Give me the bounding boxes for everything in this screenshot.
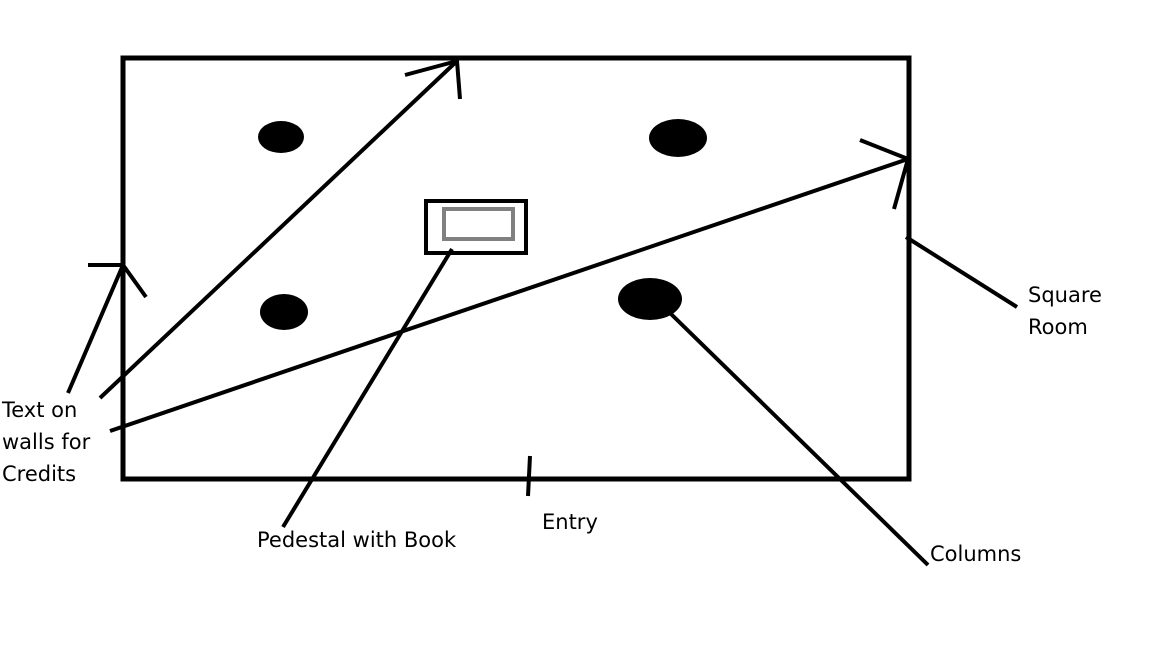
entry-label: Entry xyxy=(542,510,598,534)
columns-leader-line xyxy=(668,311,930,567)
credits-arrow-top-wall xyxy=(98,58,462,400)
columns-label: Columns xyxy=(930,542,1022,566)
square-room-outline xyxy=(120,55,912,482)
entry-marker xyxy=(526,455,532,497)
column-top-right xyxy=(649,119,707,157)
column-bottom-left xyxy=(260,294,308,330)
pedestal-label: Pedestal with Book xyxy=(257,528,457,552)
credits-arrow-left-wall xyxy=(66,263,148,394)
book xyxy=(442,207,515,241)
credits-arrow-right-wall xyxy=(109,138,911,433)
square-room-label: Square Room xyxy=(1028,283,1102,339)
pedestal-leader-line xyxy=(281,247,454,529)
column-bottom-right xyxy=(618,278,682,320)
square-room-leader-line xyxy=(904,235,1019,309)
text-on-walls-label: Text on walls for Credits xyxy=(2,398,91,486)
column-top-left xyxy=(258,121,304,153)
